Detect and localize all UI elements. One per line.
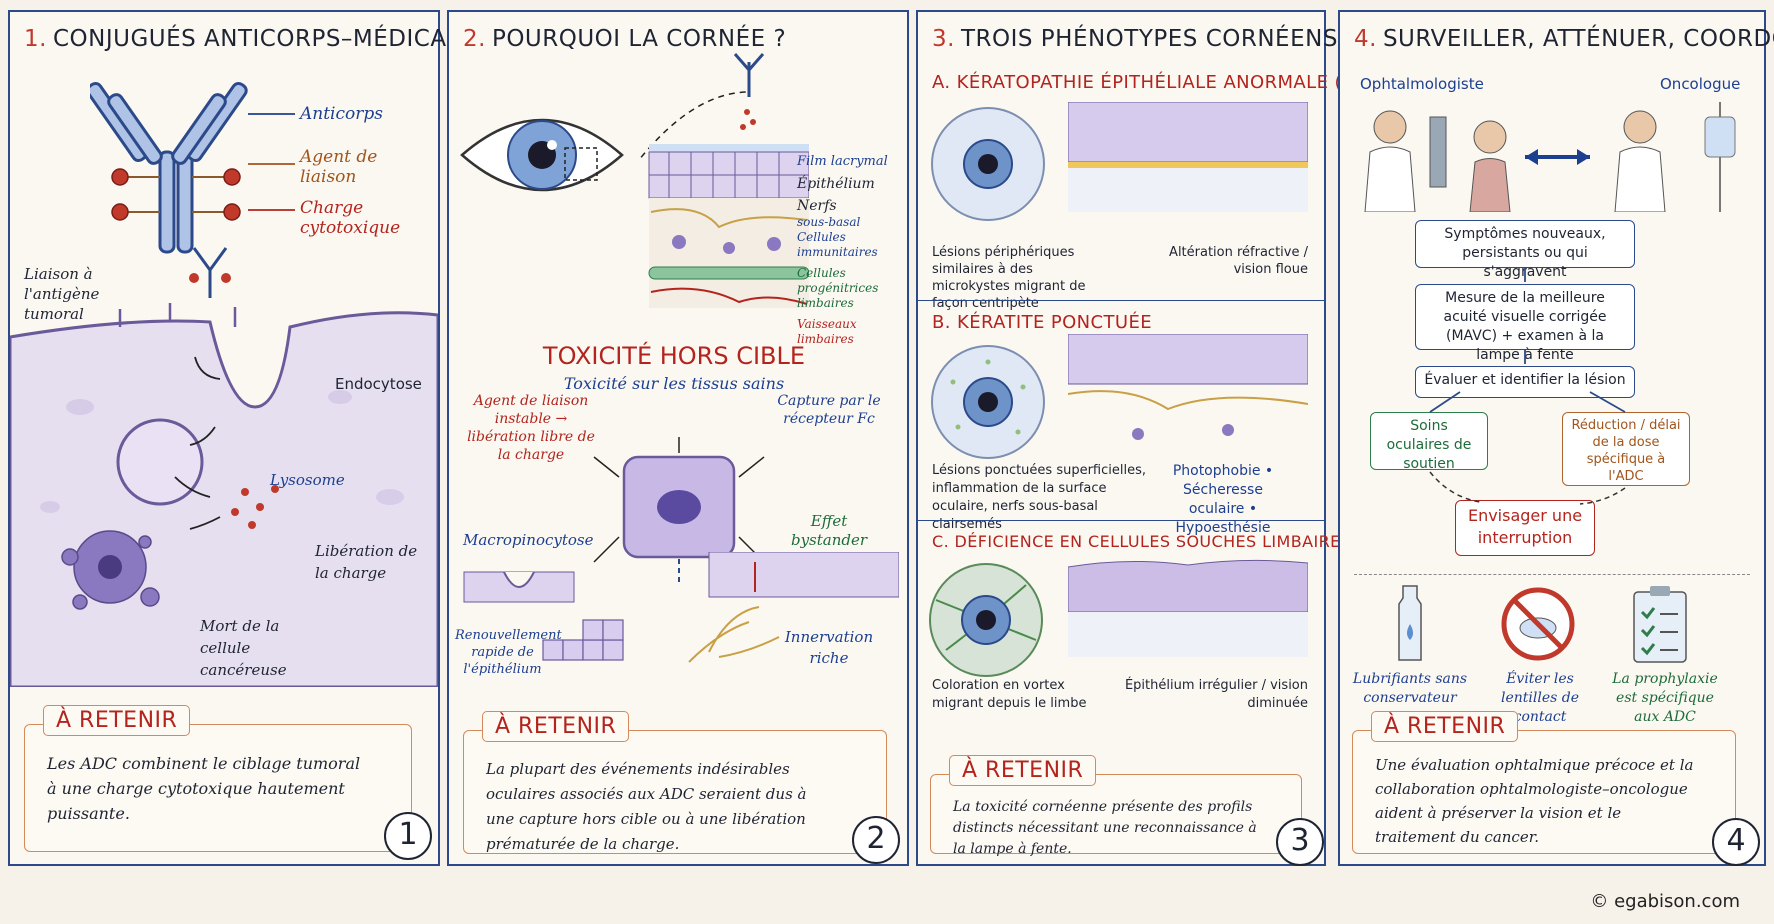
clinicians-illustration <box>1364 102 1736 212</box>
panel-number-badge: 3 <box>1276 818 1324 866</box>
section-divider <box>918 520 1324 521</box>
label-oncologist: Oncologue <box>1660 75 1741 93</box>
label-ophthalmologist: Ophtalmologiste <box>1360 75 1484 93</box>
section-divider <box>1354 574 1750 575</box>
mechanism-macropinocytosis: Macropinocytose <box>463 531 594 549</box>
panel-title: 1.CONJUGUÉS ANTICORPS–MÉDICAMENT <box>24 26 515 52</box>
label-antibody: Anticorps <box>300 104 383 124</box>
retenir-text: La toxicité cornéenne présente des profi… <box>953 799 1257 857</box>
retenir-text: La plupart des événements indésirables o… <box>486 760 807 853</box>
retenir-tag: À RETENIR <box>482 711 630 742</box>
label-arrows <box>248 113 295 211</box>
copyright-link[interactable]: © egabison.com <box>1590 891 1740 912</box>
mechanism-illustrations <box>463 552 899 663</box>
no-contact-lens-icon <box>1501 587 1575 661</box>
epithelium-b-icon <box>1068 334 1308 440</box>
flow-interruption: Envisager une interruption <box>1455 500 1595 556</box>
panel-title: 4.SURVEILLER, ATTÉNUER, COORDONNER <box>1354 26 1774 52</box>
layer-immune: Cellules immunitaires <box>797 230 878 259</box>
layer-nerves: Nerfs <box>797 198 837 214</box>
section-a-heading: A. KÉRATOPATHIE ÉPITHÉLIALE ANORMALE (ME… <box>932 72 1400 93</box>
panel-cornea: 2.POURQUOI LA CORNÉE ? Film lacrymal Épi… <box>447 10 909 866</box>
icon-label-lubricants: Lubrifiants sans conservateur <box>1352 671 1468 706</box>
offtarget-subtitle: Toxicité sur les tissus sains <box>563 374 785 393</box>
section-b-left: Lésions ponctuées superficielles, inflam… <box>932 463 1147 532</box>
retenir-box: À RETENIR La toxicité cornéenne présente… <box>930 755 1302 857</box>
tumor-cell-membrane <box>10 303 438 687</box>
panel-adc: 1.CONJUGUÉS ANTICORPS–MÉDICAMENT Anticor… <box>8 10 514 866</box>
flow-step-symptoms: Symptômes nouveaux, persistants ou qui s… <box>1415 220 1635 280</box>
retenir-tag: À RETENIR <box>43 705 191 736</box>
label-linker: Agent de liaison <box>300 147 378 187</box>
panel-number-badge: 2 <box>852 816 900 864</box>
icon-label-lenses: Éviter les lentilles de contact <box>1500 671 1579 725</box>
panel-title: 2.POURQUOI LA CORNÉE ? <box>463 26 787 52</box>
label-payload: Charge cytotoxique <box>300 198 401 238</box>
section-c-left: Coloration en vortex migrant depuis le l… <box>932 678 1087 711</box>
label-lysosome: Lysosome <box>270 471 345 489</box>
section-a-right: Altération réfractive / vision floue <box>1169 245 1308 277</box>
label-release: Libération de la charge <box>315 542 418 582</box>
label-cell-death: Mort de la cellule cancéreuse <box>200 617 287 679</box>
panel-monitoring: 4.SURVEILLER, ATTÉNUER, COORDONNER Ophta… <box>1338 10 1774 866</box>
layer-epithelium: Épithélium <box>797 176 875 192</box>
panel-phenotypes: 3.TROIS PHÉNOTYPES CORNÉENS A. KÉRATOPAT… <box>916 10 1414 866</box>
cornea-c-icon <box>929 563 1043 677</box>
mechanism-renewal: Renouvellement rapide de l'épithélium <box>455 628 562 677</box>
section-a-left: Lésions périphériques similaires à des m… <box>932 245 1086 311</box>
flow-arrows <box>1429 268 1626 505</box>
retenir-box: À RETENIR Une évaluation ophtalmique pré… <box>1352 711 1736 854</box>
layer-progenitor: Cellules progénitrices limbaires <box>797 266 879 310</box>
retenir-box: À RETENIR Les ADC combinent le ciblage t… <box>24 705 412 852</box>
icon-label-prophylaxis: La prophylaxie est spécifique aux ADC <box>1612 671 1718 725</box>
eye-drops-icon <box>1398 585 1422 661</box>
checklist-icon <box>1633 586 1687 663</box>
mechanism-bystander: Effet bystander <box>790 512 868 549</box>
adc-bound-icon <box>189 247 231 298</box>
layer-tear-film: Film lacrymal <box>797 154 888 169</box>
retenir-text: Une évaluation ophtalmique précoce et la… <box>1375 756 1694 846</box>
retenir-text: Les ADC combinent le ciblage tumoral à u… <box>47 754 361 823</box>
tissue-layers <box>639 53 809 308</box>
mechanism-fc-receptor: Capture par le récepteur Fc <box>777 393 881 427</box>
target-cell-icon <box>593 437 765 585</box>
panel-number-badge: 1 <box>384 812 432 860</box>
mechanism-innervation: Innervation riche <box>784 628 874 667</box>
cornea-b-icon <box>931 345 1045 459</box>
mechanism-unstable-linker: Agent de liaison instable → libération l… <box>467 393 595 463</box>
epithelium-a-icon <box>1068 102 1308 212</box>
label-antigen-binding: Liaison à l'antigène tumoral <box>24 265 100 323</box>
section-c-right: Épithélium irrégulier / vision diminuée <box>1124 678 1308 711</box>
panel-number-badge: 4 <box>1712 818 1760 866</box>
flow-supportive-care: Soins oculaires de soutien <box>1370 412 1488 472</box>
panel-title: 3.TROIS PHÉNOTYPES CORNÉENS <box>932 26 1338 52</box>
eye-icon <box>460 118 624 192</box>
antibody-icon <box>90 81 248 254</box>
offtarget-title: TOXICITÉ HORS CIBLE <box>542 342 806 370</box>
flow-step-identify: Évaluer et identifier la lésion <box>1415 366 1635 398</box>
epithelium-c-icon <box>1068 559 1308 657</box>
retenir-tag: À RETENIR <box>949 755 1097 786</box>
section-divider <box>918 300 1324 301</box>
section-b-heading: B. KÉRATITE PONCTUÉE <box>932 312 1153 333</box>
section-c-heading: C. DÉFICIENCE EN CELLULES SOUCHES LIMBAI… <box>932 532 1415 551</box>
layer-vessels: Vaisseaux limbaires <box>797 317 857 346</box>
retenir-box: À RETENIR La plupart des événements indé… <box>463 711 887 854</box>
cornea-a-icon <box>931 107 1045 221</box>
label-endocytosis: Endocytose <box>335 375 422 393</box>
section-b-right: Photophobie • Sécheresse oculaire • Hypo… <box>1172 463 1274 536</box>
layer-subbasal: sous-basal <box>797 215 861 229</box>
retenir-tag: À RETENIR <box>1371 711 1519 742</box>
flow-dose-reduction: Réduction / délai de la dose spécifique … <box>1562 412 1690 486</box>
